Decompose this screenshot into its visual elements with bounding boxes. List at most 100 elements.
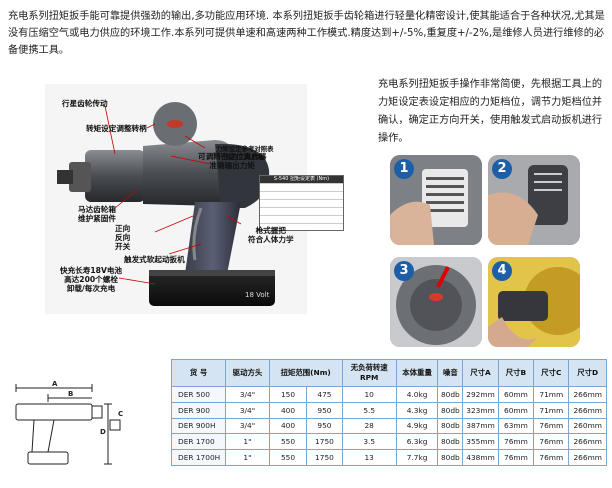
col-header: 货 号: [170, 359, 227, 387]
table-cell: 438mm: [462, 449, 499, 466]
spec-table: 货 号 驱动方头 扭矩范围(Nm) 无负荷转速 RPM 本体重量 噪音 尺寸A …: [170, 359, 607, 466]
callout-torque-table: 力矩设定参考对照表 贴在工具后端: [216, 145, 274, 161]
table-cell: 292mm: [462, 386, 499, 403]
dim-label-d: D: [100, 428, 106, 436]
col-header: 尺寸A: [462, 359, 499, 387]
table-cell: DER 500: [170, 386, 227, 403]
table-cell: 400: [268, 401, 308, 419]
product-photo: 18 Volt S-540 扭矩设定表 (Nm): [45, 84, 344, 314]
table-header-row: 货 号 驱动方头 扭矩范围(Nm) 无负荷转速 RPM 本体重量 噪音 尺寸A …: [170, 359, 607, 387]
dim-label-c: C: [118, 410, 124, 418]
torque-wrench-illustration: 18 Volt: [57, 102, 275, 306]
col-header: 噪音: [437, 359, 464, 387]
table-cell: 13: [341, 449, 397, 466]
table-cell: 80db: [437, 449, 464, 466]
table-cell: 63mm: [497, 417, 535, 435]
table-cell: DER 900H: [170, 417, 227, 435]
col-header: 尺寸B: [497, 359, 535, 387]
step-badge-3: 3: [394, 261, 414, 281]
table-cell: 3/4": [225, 386, 270, 403]
table-cell: 150: [268, 386, 308, 403]
table-row: DER 1700H 1" 550 1750 13 7.7kg 80db 438m…: [170, 449, 607, 466]
table-row: DER 900 3/4" 400 950 5.5 4.3kg 80db 323m…: [170, 401, 607, 419]
step-1-photo: 1: [390, 155, 482, 245]
table-cell: 71mm: [533, 401, 570, 419]
table-cell: 3/4": [225, 417, 270, 435]
table-cell: 550: [268, 433, 308, 451]
table-cell: 3.5: [341, 433, 397, 451]
callout-torque-ring: 转矩设定调整转柄: [86, 124, 147, 133]
sticker-row: [260, 199, 343, 207]
callout-precise-clutch: 可调精密定位离合器 准确输出力矩: [198, 152, 267, 170]
step-badge-1: 1: [394, 159, 414, 179]
callout-trigger: 触发式软起动扳机: [124, 255, 185, 264]
table-cell: 1750: [306, 449, 343, 466]
step-4-photo: 4: [488, 257, 580, 347]
table-cell: 10: [341, 386, 397, 403]
table-cell: 76mm: [533, 433, 570, 451]
sticker-row: [260, 191, 343, 199]
table-cell: 80db: [437, 417, 464, 435]
table-cell: 4.9kg: [395, 417, 439, 435]
step-badge-4: 4: [492, 261, 512, 281]
table-cell: 60mm: [497, 401, 535, 419]
table-cell: 387mm: [462, 417, 499, 435]
table-cell: 400: [268, 417, 308, 435]
table-cell: 266mm: [568, 401, 607, 419]
table-cell: 266mm: [568, 386, 607, 403]
callout-battery: 快充长寿18V电池 高达200个螺栓 卸载/每次充电: [60, 266, 123, 293]
table-cell: DER 1700: [170, 433, 227, 451]
callout-motor-gearbox: 马达齿轮箱 维护紧固件: [78, 205, 116, 223]
col-header: 尺寸C: [533, 359, 570, 387]
table-cell: 80db: [437, 433, 464, 451]
table-cell: 3/4": [225, 401, 270, 419]
torque-setting-sticker: S-540 扭矩设定表 (Nm): [259, 175, 344, 231]
sticker-row: [260, 215, 343, 223]
table-cell: 4.0kg: [395, 386, 439, 403]
table-cell: 76mm: [497, 433, 535, 451]
table-cell: 7.7kg: [395, 449, 439, 466]
table-cell: 80db: [437, 401, 464, 419]
col-header: 尺寸D: [568, 359, 607, 387]
battery-label: 18 Volt: [245, 291, 270, 299]
step-3-photo: 3: [390, 257, 482, 347]
table-cell: 80db: [437, 386, 464, 403]
table-cell: 1750: [306, 433, 343, 451]
table-cell: 76mm: [533, 417, 570, 435]
dimension-schematic: A B C D: [8, 376, 128, 482]
table-cell: 60mm: [497, 386, 535, 403]
table-cell: 5.5: [341, 401, 397, 419]
callout-direction-switch: 正向 反向 开关: [115, 224, 131, 251]
table-cell: 28: [341, 417, 397, 435]
callout-pistol-grip: 枪式握把 符合人体力学: [248, 226, 294, 244]
col-header: 无负荷转速 RPM: [341, 359, 397, 387]
table-cell: 76mm: [533, 449, 570, 466]
table-cell: 950: [306, 401, 343, 419]
sticker-row: [260, 223, 343, 230]
table-cell: 323mm: [462, 401, 499, 419]
table-cell: DER 900: [170, 401, 227, 419]
operation-description: 充电系列扭矩扳手操作非常简便，先根据工具上的力矩设定表设定相应的力矩档位，调节力…: [378, 79, 603, 144]
table-cell: 6.3kg: [395, 433, 439, 451]
col-header: 驱动方头: [225, 359, 270, 387]
table-cell: 260mm: [568, 417, 607, 435]
schematic-drawing: [15, 384, 121, 465]
table-cell: 550: [268, 449, 308, 466]
table-cell: DER 1700H: [170, 449, 227, 466]
intro-paragraph: 充电系列扭矩扳手能可靠提供强劲的输出,多功能应用环境. 本系列扭矩扳手齿轮箱进行…: [8, 11, 605, 56]
table-cell: 4.3kg: [395, 401, 439, 419]
table-cell: 355mm: [462, 433, 499, 451]
table-cell: 266mm: [568, 433, 607, 451]
dim-label-a: A: [52, 380, 58, 388]
sticker-header: S-540 扭矩设定表 (Nm): [260, 176, 343, 183]
dim-label-b: B: [68, 390, 74, 398]
table-row: DER 900H 3/4" 400 950 28 4.9kg 80db 387m…: [170, 417, 607, 435]
col-header: 扭矩范围(Nm): [268, 359, 343, 387]
sticker-row: [260, 183, 343, 191]
table-cell: 76mm: [497, 449, 535, 466]
table-cell: 1": [225, 449, 270, 466]
table-cell: 475: [306, 386, 343, 403]
sticker-row: [260, 207, 343, 215]
col-header: 本体重量: [395, 359, 439, 387]
table-cell: 266mm: [568, 449, 607, 466]
